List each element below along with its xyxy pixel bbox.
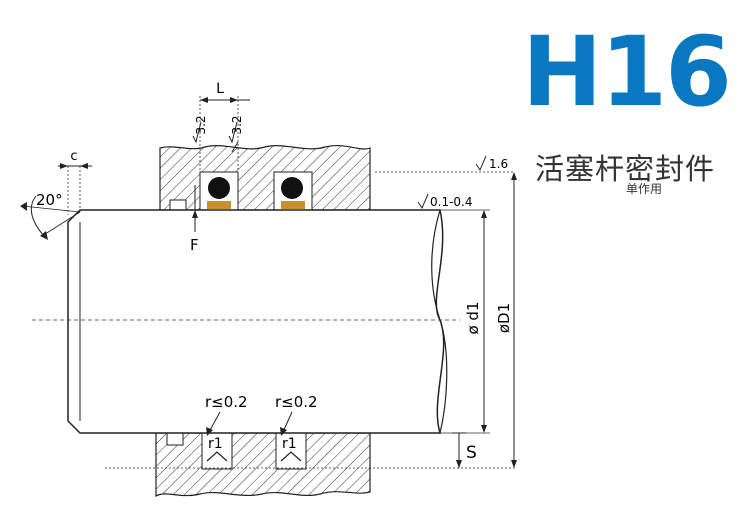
surface-finish-flank-left: 3.2 xyxy=(192,115,208,144)
leader-right-arrow xyxy=(280,427,287,436)
chamfer-length-label: c xyxy=(70,149,77,164)
angle-arrow-top xyxy=(20,202,27,211)
angle-arc xyxy=(30,195,45,237)
corner-radius-left: r1 xyxy=(208,436,223,452)
dim-D1-arrow-bottom xyxy=(511,460,517,468)
surface-finish-flank-right: 3.2 xyxy=(228,115,244,144)
corner-radius-limit-right: r≤0.2 xyxy=(275,393,318,411)
corner-radius-limit-left: r≤0.2 xyxy=(205,393,248,411)
housing-top xyxy=(159,145,371,211)
dim-D1-arrow-top xyxy=(511,172,517,180)
product-name: 活塞杆密封件 xyxy=(535,152,716,186)
dim-d1-arrow-bottom xyxy=(481,425,487,433)
svg-text:1.6: 1.6 xyxy=(489,157,508,171)
product-subname: 单作用 xyxy=(626,182,663,196)
finish-leader xyxy=(231,141,239,153)
leader-left-arrow xyxy=(206,427,213,436)
angle-arrow-bottom xyxy=(40,231,48,240)
dim-S-arrow xyxy=(456,460,462,468)
leader-left xyxy=(208,411,221,433)
svg-text:0.1-0.4: 0.1-0.4 xyxy=(430,195,473,209)
o-ring-right xyxy=(281,177,303,199)
surface-finish-groove-bottom: 1.6 xyxy=(475,155,508,172)
seal-base-right xyxy=(281,201,305,209)
leader-right xyxy=(282,411,293,433)
dim-d1-arrow-top xyxy=(481,210,487,218)
dim-L-arrow-left xyxy=(200,97,208,103)
dim-c-arrow-right xyxy=(80,163,88,169)
product-code: H16 xyxy=(522,16,732,128)
svg-text:3.2: 3.2 xyxy=(194,115,208,134)
angle-chamfer-line xyxy=(41,211,81,237)
corner-radius-right: r1 xyxy=(282,436,297,452)
notch-top xyxy=(169,199,187,211)
rod-diameter-label: ø d1 xyxy=(464,301,482,334)
r1-marker-right xyxy=(280,451,302,462)
dim-L-arrow-right xyxy=(230,97,238,103)
gap-label: F xyxy=(190,236,199,254)
housing-bottom xyxy=(155,432,371,498)
dim-F-arrow xyxy=(192,210,198,218)
r1-marker-left xyxy=(206,451,228,462)
seal-base-left xyxy=(207,201,231,209)
svg-text:3.2: 3.2 xyxy=(230,115,244,134)
o-ring-left xyxy=(208,177,230,199)
groove-diameter-label: øD1 xyxy=(495,303,513,333)
surface-finish-rod: 0.1-0.4 xyxy=(417,193,473,210)
dim-c-arrow-left xyxy=(60,163,68,169)
radial-section-label: S xyxy=(466,443,477,463)
chamfer-angle-label: 20° xyxy=(36,191,63,209)
notch-bottom xyxy=(166,432,184,446)
groove-bottom-left xyxy=(201,432,233,470)
groove-bottom-right xyxy=(275,432,307,470)
groove-width-label: L xyxy=(216,81,224,97)
piston-rod xyxy=(67,209,445,434)
